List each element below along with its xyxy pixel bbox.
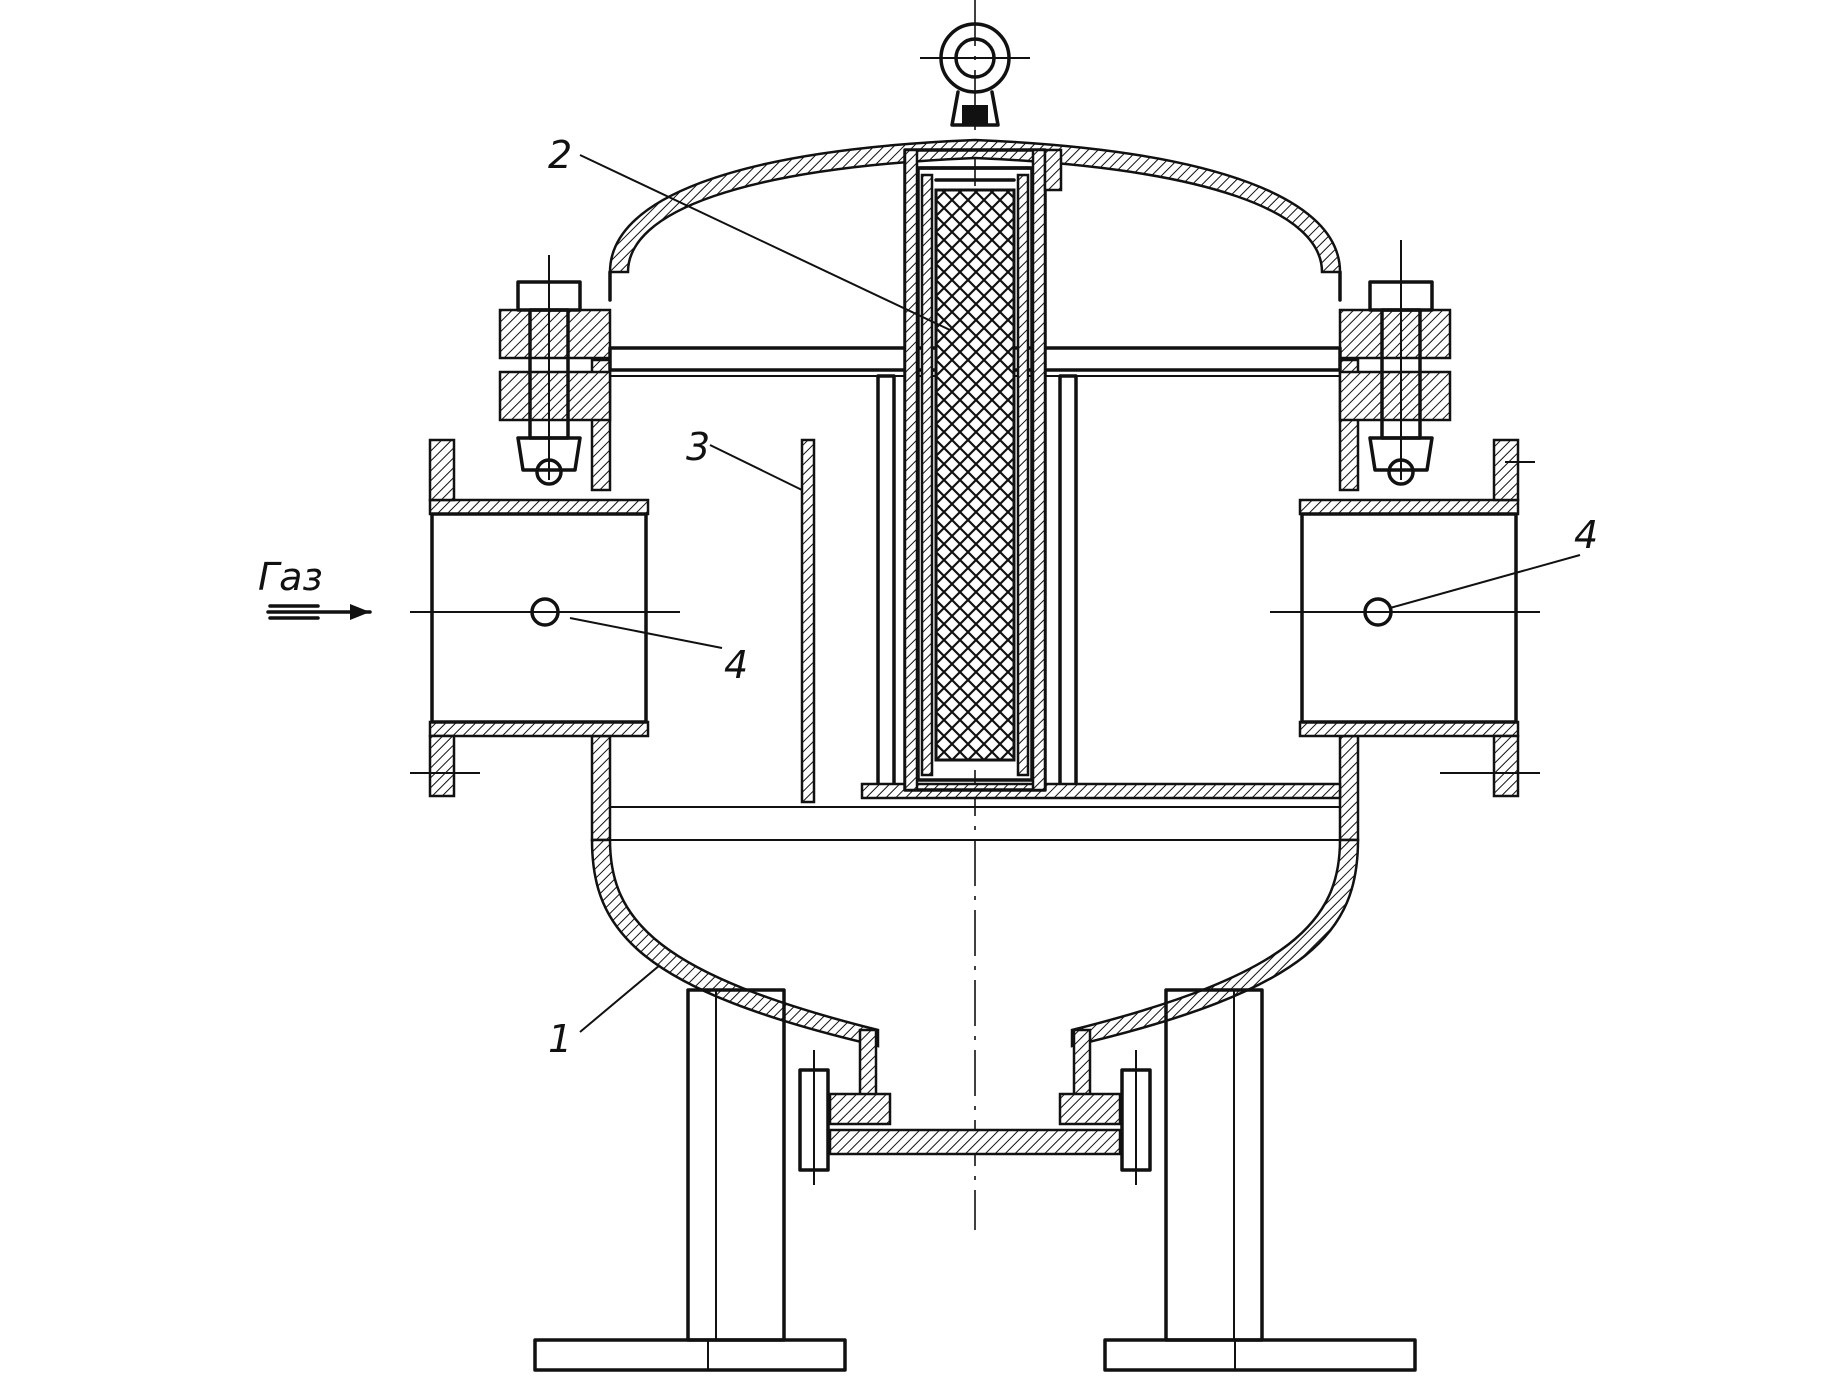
callout-4-inlet: 4 <box>724 643 748 687</box>
left-body-flange <box>498 255 612 486</box>
callout-leaders <box>569 154 1581 1033</box>
gas-inlet-label: Газ <box>258 555 323 599</box>
callout-4-outlet: 4 <box>1574 513 1598 557</box>
callout-1: 1 <box>548 1017 572 1061</box>
cover-shell <box>608 138 1342 302</box>
drain-nozzle <box>798 1028 1152 1185</box>
filter-cartridge <box>903 148 1063 792</box>
outlet-nozzle <box>1270 438 1540 798</box>
inlet-nozzle <box>410 438 680 798</box>
gas-inlet-arrow <box>266 604 372 620</box>
support-legs <box>533 988 1417 1372</box>
right-body-flange <box>1338 240 1452 486</box>
callout-3: 3 <box>686 425 710 469</box>
callout-2: 2 <box>548 133 572 177</box>
inner-chamber <box>860 374 1342 800</box>
baffle-plate <box>800 438 816 804</box>
eye-bolt <box>920 22 1030 127</box>
